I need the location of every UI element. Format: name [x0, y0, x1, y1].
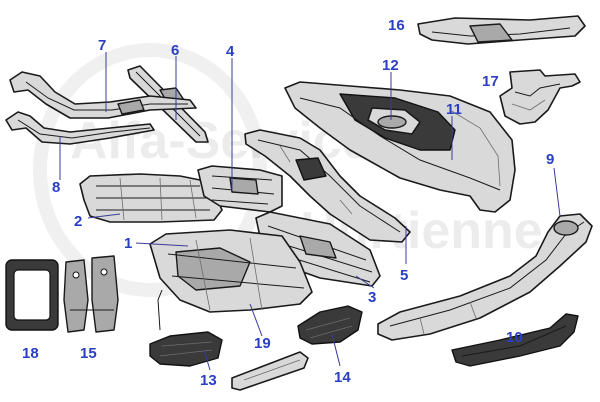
callout-5: 5: [400, 267, 408, 284]
callout-19: 19: [254, 335, 271, 352]
part-1-main-floor-pan: [149, 229, 313, 313]
leader-2: [87, 213, 121, 219]
callout-1: 1: [124, 235, 132, 252]
leader-13: [203, 349, 211, 371]
part-13-block: [149, 331, 223, 367]
callout-18: 18: [22, 345, 39, 362]
part-pin: [157, 289, 163, 331]
part-5-tunnel: [244, 129, 411, 243]
leader-19: [249, 303, 263, 337]
callout-12: 12: [382, 57, 399, 74]
callout-10: 10: [506, 329, 523, 346]
part-19-strip: [231, 351, 309, 391]
part-16-rear-crossmember: [417, 15, 586, 45]
part-7-sill-rail: [9, 71, 197, 119]
leader-1: [135, 242, 189, 247]
callout-2: 2: [74, 213, 82, 230]
callout-11: 11: [446, 101, 462, 118]
leader-lines: [59, 52, 561, 371]
part-15-plates: [63, 255, 119, 333]
part-18-gasket-frame: [5, 259, 59, 331]
callout-7: 7: [98, 37, 106, 54]
leader-9: [553, 167, 561, 217]
callouts: 7 6 4 16 12 17 11 9 8 2 1 5 3 10 19 18 1…: [22, 17, 554, 389]
part-8-lower-rail: [5, 111, 155, 145]
callout-3: 3: [368, 289, 376, 306]
part-17-bracket: [499, 69, 581, 125]
part-11-rear-floor-panel: [284, 81, 516, 213]
leader-14: [331, 333, 341, 367]
callout-15: 15: [80, 345, 97, 362]
callout-6: 6: [171, 42, 179, 59]
callout-9: 9: [546, 151, 554, 168]
part-4-center-panel: [197, 165, 283, 213]
part-14-pad: [297, 305, 363, 345]
callout-16: 16: [388, 17, 405, 34]
leader-3: [355, 275, 375, 289]
callout-17: 17: [482, 73, 499, 90]
part-9-right-sill: [377, 213, 593, 341]
callout-4: 4: [226, 43, 235, 60]
callout-14: 14: [334, 369, 351, 386]
part-10-channel: [451, 313, 579, 367]
callout-8: 8: [52, 179, 60, 196]
callout-13: 13: [200, 372, 217, 389]
part-2-floor-pan-left: [79, 173, 223, 223]
